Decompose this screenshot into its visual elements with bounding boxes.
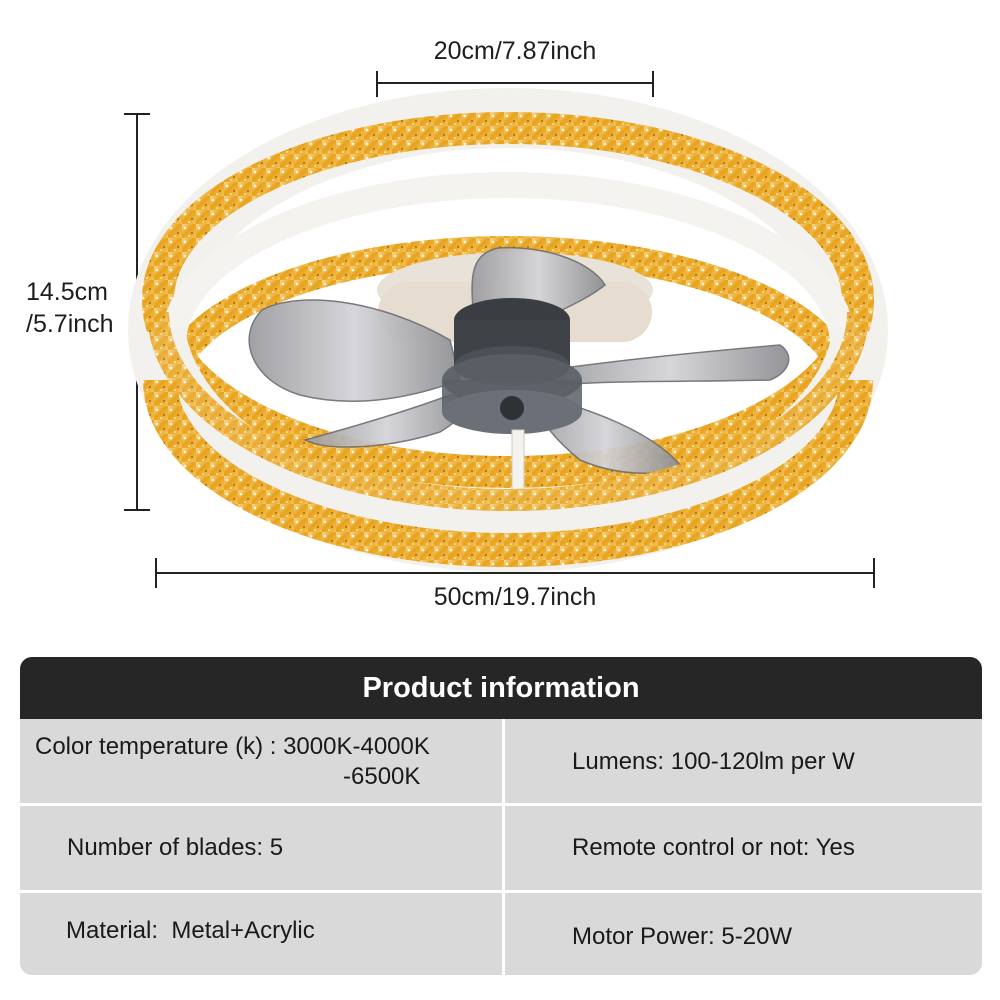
motor-power-cell: Motor Power: 5-20W [505, 893, 982, 975]
height-label: 14.5cm /5.7inch [26, 276, 114, 340]
ceiling-fan-illustration [124, 71, 888, 588]
height-label-cm: 14.5cm [26, 278, 108, 306]
info-row-color-temperature: Color temperature (k) : 3000K-4000K -650… [20, 719, 982, 803]
color-temperature-text-continued: -6500K [343, 763, 421, 790]
diameter-label: 50cm/19.7inch [433, 583, 597, 611]
color-temperature-text: Color temperature (k) : 3000K-4000K [35, 733, 430, 760]
fan-hub [442, 298, 582, 434]
product-info-table: Product information Color temperature (k… [20, 657, 982, 975]
material-text: Material: Metal+Acrylic [66, 917, 315, 944]
lumens-text: Lumens: 100-120lm per W [572, 748, 855, 775]
info-row-blades: Number of blades: 5 Remote control or no… [20, 803, 982, 890]
blades-cell: Number of blades: 5 [20, 806, 505, 890]
color-temperature-cell: Color temperature (k) : 3000K-4000K -650… [20, 719, 505, 803]
product-info-title: Product information [20, 657, 982, 719]
motor-power-text: Motor Power: 5-20W [572, 923, 793, 950]
blades-text: Number of blades: 5 [67, 834, 284, 861]
material-cell: Material: Metal+Acrylic [20, 893, 505, 975]
info-row-material: Material: Metal+Acrylic Motor Power: 5-2… [20, 890, 982, 975]
lumens-cell: Lumens: 100-120lm per W [505, 719, 982, 803]
remote-control-text: Remote control or not: Yes [572, 834, 855, 861]
height-label-inch: /5.7inch [26, 310, 114, 338]
top-width-label: 20cm/7.87inch [433, 37, 597, 65]
diameter-dimension-line [155, 558, 875, 588]
remote-control-cell: Remote control or not: Yes [505, 806, 982, 890]
light-ring-front [135, 311, 883, 567]
top-dimension-line [376, 71, 654, 97]
